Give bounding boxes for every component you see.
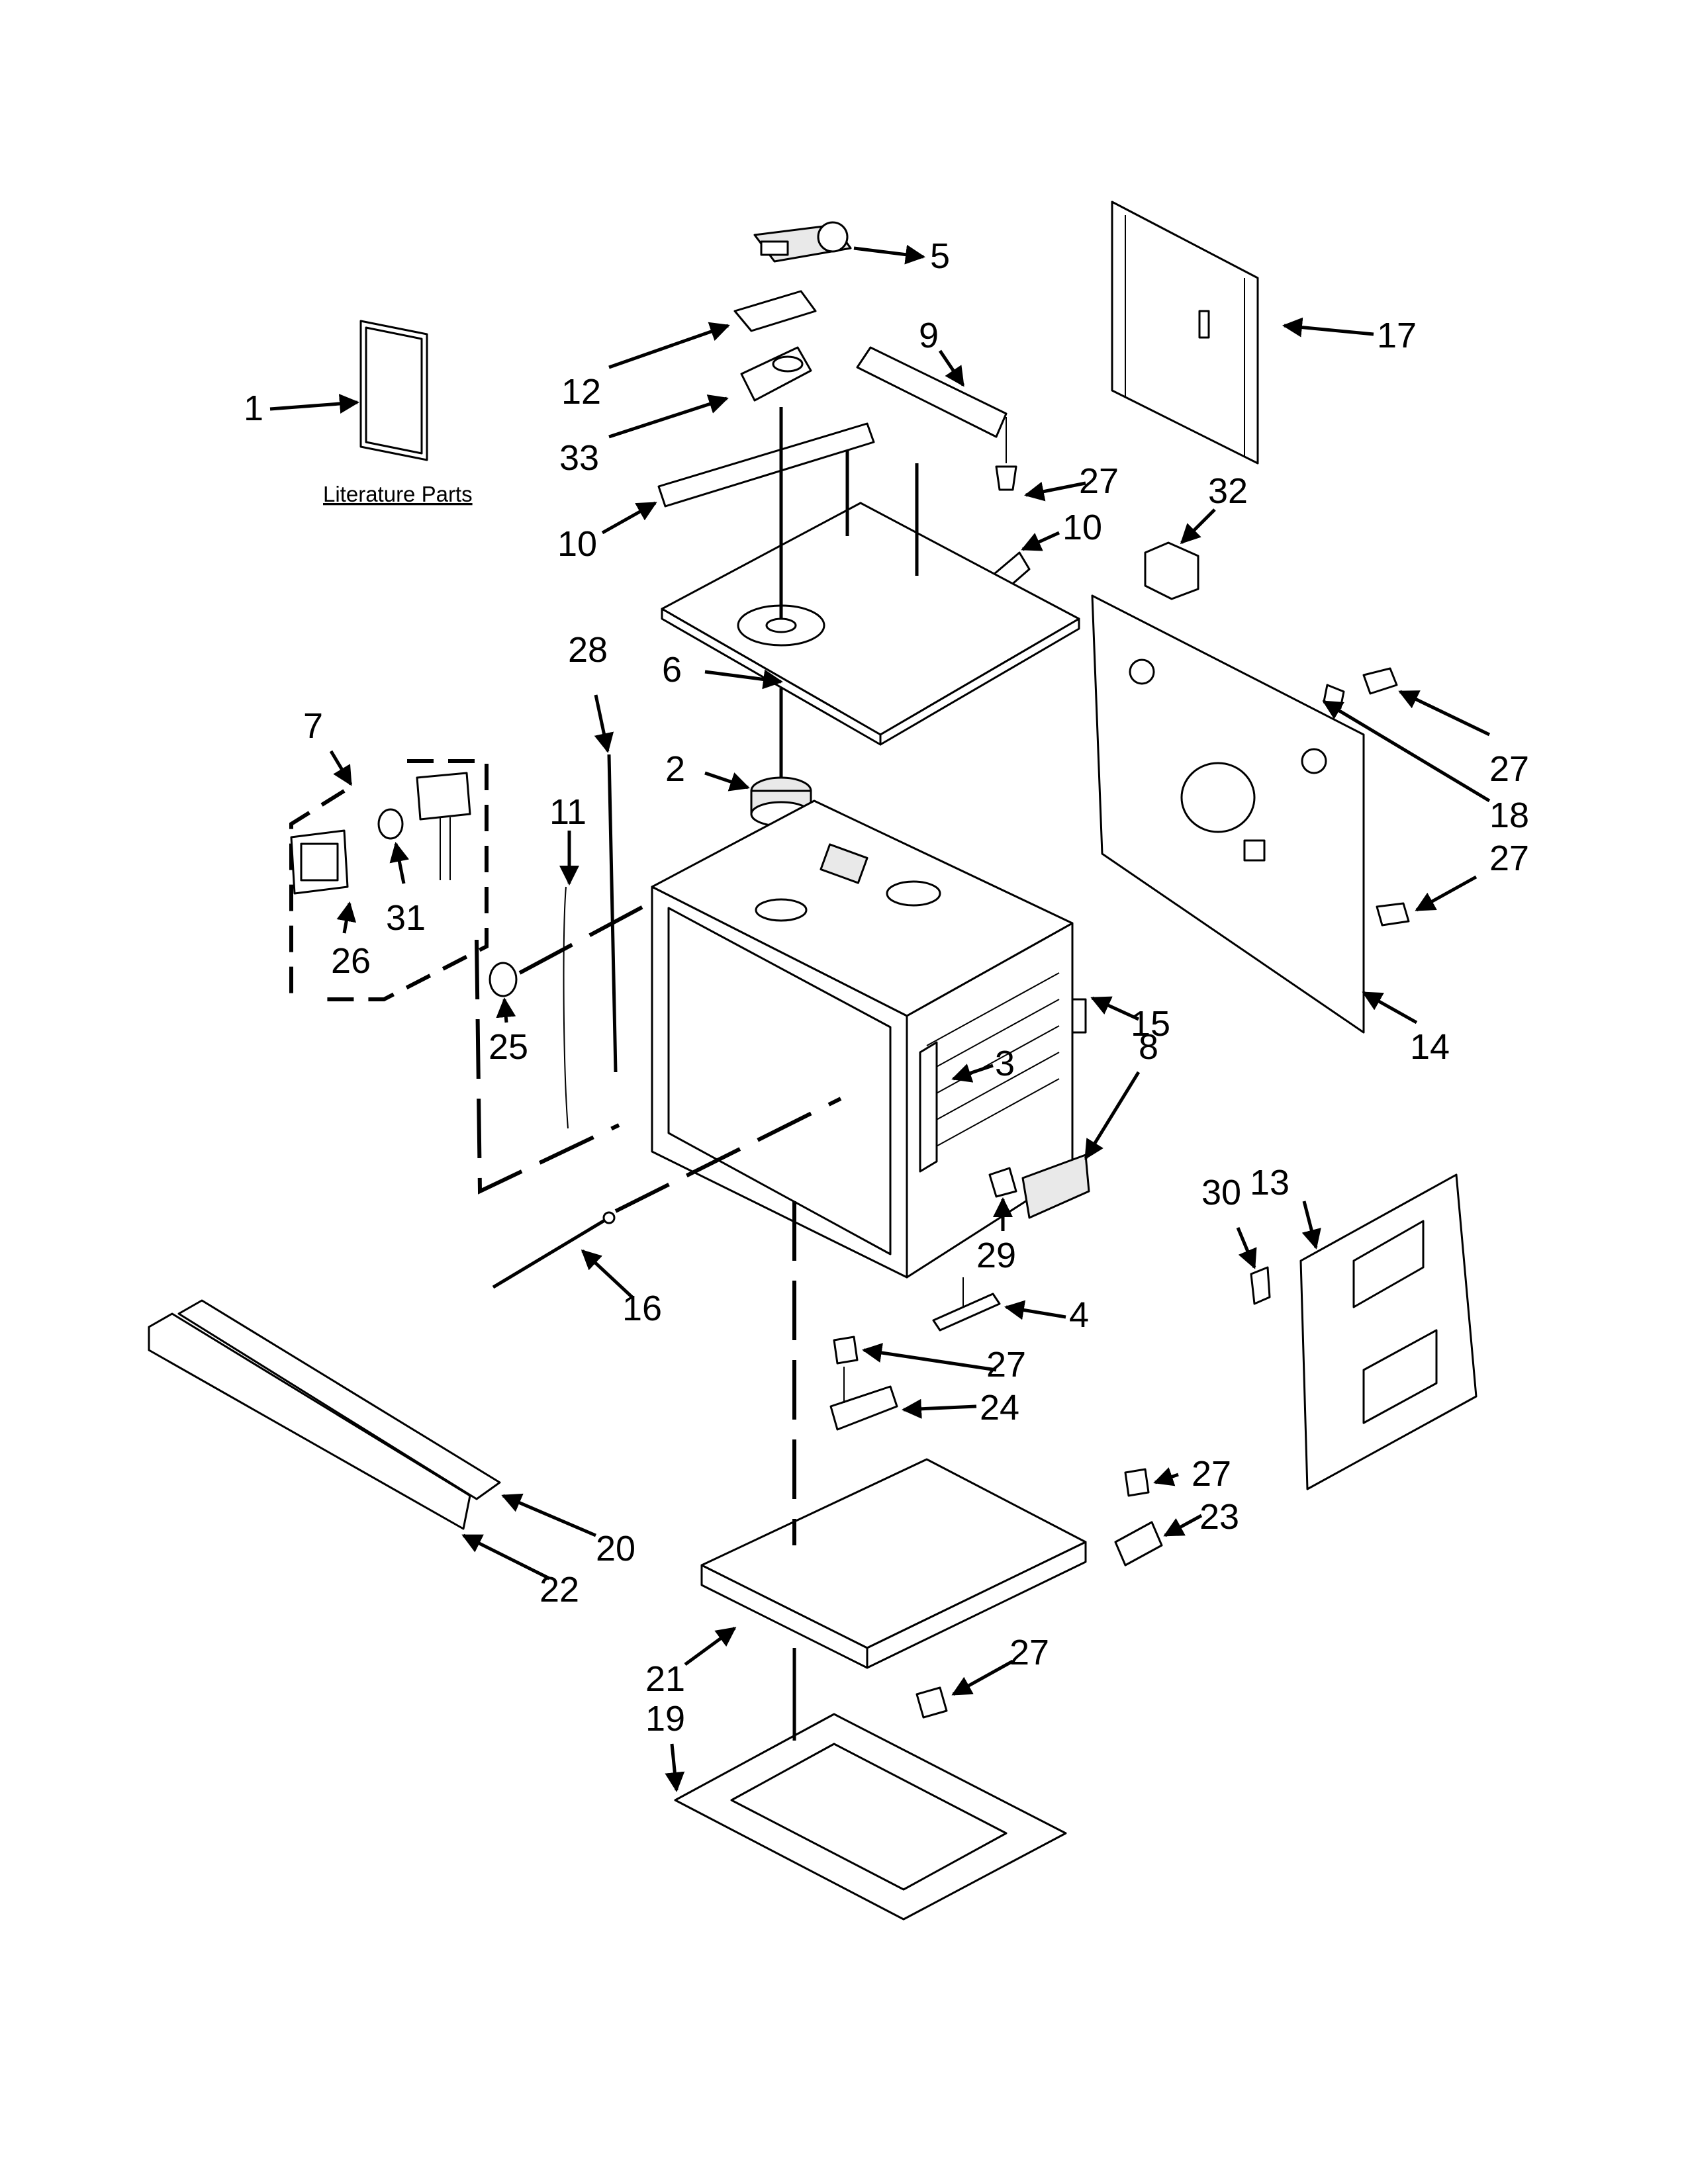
callout-labels: 1 2 3 4 5 6 7 8 9 10 10 11 12 13 14 15 1… bbox=[244, 236, 1529, 1739]
callout-31: 31 bbox=[386, 898, 426, 938]
callout-29: 29 bbox=[976, 1236, 1016, 1275]
part-8-vent bbox=[1021, 1071, 1141, 1219]
part-27-screw-b bbox=[1376, 875, 1477, 927]
part-29-screw bbox=[988, 1167, 1017, 1231]
callout-9: 9 bbox=[919, 316, 939, 355]
callout-19: 19 bbox=[645, 1699, 685, 1739]
part-6-top-panel bbox=[661, 502, 1080, 746]
part-9-channel bbox=[856, 346, 1086, 502]
part-27-screw-c bbox=[833, 1336, 997, 1372]
part-13-panel bbox=[1299, 1173, 1477, 1490]
callout-27-f: 27 bbox=[1009, 1633, 1049, 1672]
callout-13: 13 bbox=[1250, 1163, 1289, 1203]
part-14-panel bbox=[1091, 594, 1418, 1034]
part-16-probe bbox=[492, 1097, 842, 1298]
part-26-bracket bbox=[290, 829, 357, 934]
part-15-bracket bbox=[1071, 996, 1140, 1034]
part-4-bracket bbox=[932, 1277, 1066, 1332]
part-18-bracket bbox=[1322, 684, 1491, 803]
callout-17: 17 bbox=[1377, 316, 1417, 355]
callout-4: 4 bbox=[1069, 1295, 1089, 1335]
callout-25: 25 bbox=[489, 1027, 528, 1067]
callout-27-e: 27 bbox=[1192, 1454, 1231, 1494]
callout-18: 18 bbox=[1489, 796, 1529, 835]
literature-parts-label: Literature Parts bbox=[323, 482, 473, 506]
part-12-bracket bbox=[608, 290, 817, 369]
callout-24: 24 bbox=[980, 1388, 1019, 1428]
callout-2: 2 bbox=[665, 749, 685, 789]
callout-14: 14 bbox=[1410, 1027, 1450, 1067]
callout-27-d: 27 bbox=[986, 1345, 1026, 1385]
part-25-knob bbox=[489, 898, 657, 1023]
callout-28: 28 bbox=[568, 630, 608, 670]
part-7-card bbox=[416, 772, 471, 880]
cavity-side-slots bbox=[926, 972, 1060, 1152]
callout-12: 12 bbox=[561, 372, 601, 412]
callout-5: 5 bbox=[930, 236, 950, 276]
callout-22: 22 bbox=[539, 1570, 579, 1610]
part-23-bracket bbox=[1114, 1514, 1203, 1567]
part-27-screw-d bbox=[1124, 1467, 1179, 1497]
part-27-screw-e bbox=[915, 1659, 1014, 1719]
callout-1: 1 bbox=[244, 388, 263, 428]
part-22-rail bbox=[148, 1312, 551, 1580]
part-11-gasket bbox=[559, 831, 579, 1129]
callout-3: 3 bbox=[995, 1044, 1015, 1083]
part-24-bracket bbox=[829, 1367, 977, 1431]
callout-23: 23 bbox=[1199, 1497, 1239, 1537]
part-7-group bbox=[289, 750, 620, 1195]
callout-10-left: 10 bbox=[557, 524, 597, 564]
part-30-clip bbox=[1236, 1227, 1271, 1305]
callout-32: 32 bbox=[1208, 471, 1248, 511]
callout-11: 11 bbox=[549, 792, 586, 832]
callout-27-c: 27 bbox=[1489, 839, 1529, 878]
callout-27-a: 27 bbox=[1079, 461, 1119, 501]
callout-21: 21 bbox=[645, 1659, 685, 1699]
part-31-plug bbox=[377, 808, 410, 884]
part-32-box bbox=[1144, 508, 1216, 600]
part-27-screw-a bbox=[1362, 667, 1491, 737]
part-5-assembly bbox=[753, 221, 925, 265]
callout-20: 20 bbox=[596, 1529, 635, 1569]
part-21-panel bbox=[684, 1458, 1087, 1669]
callout-15: 15 bbox=[1131, 1004, 1170, 1044]
part-10-channel-left bbox=[601, 422, 875, 535]
callout-16: 16 bbox=[622, 1289, 662, 1328]
callout-26: 26 bbox=[331, 941, 371, 981]
callout-27-b: 27 bbox=[1489, 749, 1529, 789]
callout-10-right: 10 bbox=[1062, 508, 1102, 547]
part-28-seal bbox=[594, 694, 618, 1073]
callout-30: 30 bbox=[1201, 1173, 1241, 1212]
part-17-panel bbox=[1111, 201, 1374, 465]
callout-8: 8 bbox=[1139, 1027, 1158, 1067]
part-19-base bbox=[665, 1713, 1067, 1921]
part-33-bracket bbox=[608, 346, 812, 439]
callout-33: 33 bbox=[559, 438, 599, 478]
callout-7: 7 bbox=[303, 706, 323, 746]
oven-cavity bbox=[651, 799, 1074, 1279]
callout-6: 6 bbox=[662, 650, 682, 690]
part-1-literature: Literature Parts bbox=[269, 320, 473, 506]
part-20-rail bbox=[177, 1299, 596, 1537]
